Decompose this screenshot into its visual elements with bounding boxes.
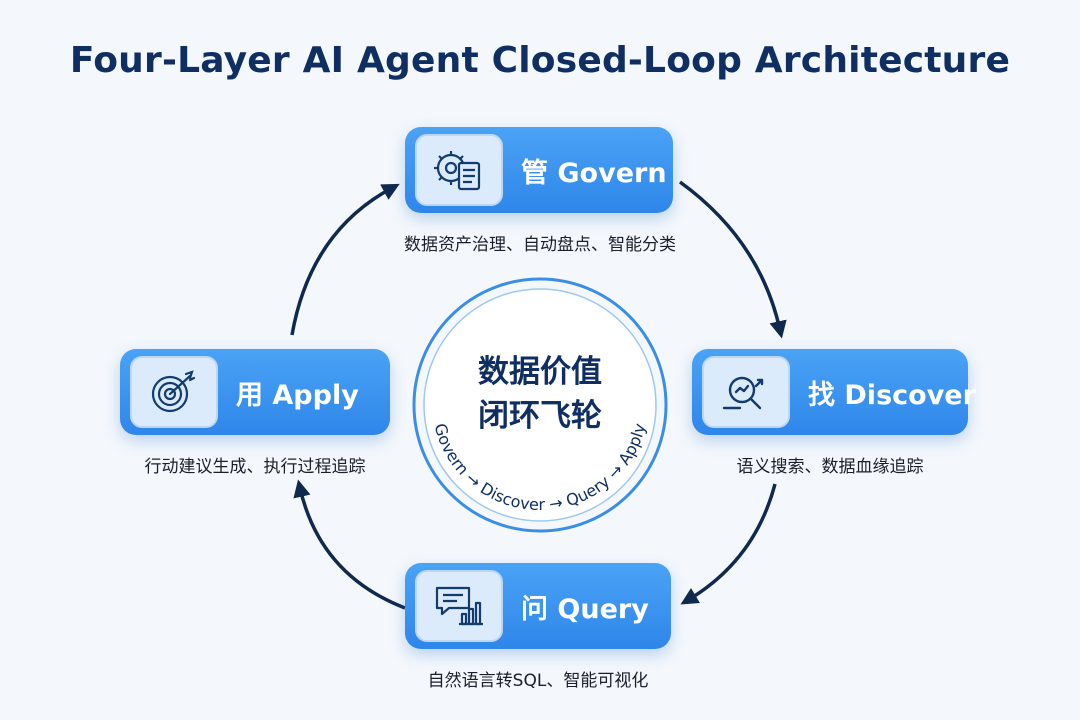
govern-desc: 数据资产治理、自动盘点、智能分类	[404, 235, 676, 255]
center-ring-inner	[423, 288, 657, 522]
center-title: 数据价值 闭环飞轮	[450, 350, 630, 438]
govern-label: 管 Govern	[521, 157, 667, 189]
magnifier-trend-icon	[702, 356, 790, 428]
chat-chart-icon	[415, 570, 503, 642]
target-arrow-icon	[130, 356, 218, 428]
arrow-query-to-apply	[293, 479, 406, 610]
gear-document-icon	[415, 134, 503, 206]
arrow-apply-to-govern	[290, 183, 400, 336]
arrow-discover-to-query	[680, 483, 777, 605]
query-node[interactable]: 问 Query	[405, 563, 671, 649]
apply-label: 用 Apply	[236, 379, 359, 411]
discover-node[interactable]: 找 Discover	[692, 349, 976, 435]
center-ring-outer	[412, 277, 668, 533]
query-label: 问 Query	[521, 593, 649, 625]
center-title-line2: 闭环飞轮	[478, 398, 602, 434]
govern-node[interactable]: 管 Govern	[405, 127, 673, 213]
apply-desc: 行动建议生成、执行过程追踪	[144, 457, 366, 477]
discover-label: 找 Discover	[808, 379, 976, 411]
query-desc: 自然语言转SQL、智能可视化	[427, 671, 649, 691]
diagram-title: Four-Layer AI Agent Closed-Loop Architec…	[69, 40, 1011, 81]
arrow-govern-to-discover	[678, 180, 787, 339]
center-title-line1: 数据价值	[478, 354, 602, 390]
discover-desc: 语义搜索、数据血缘追踪	[736, 457, 924, 477]
apply-node[interactable]: 用 Apply	[120, 349, 390, 435]
